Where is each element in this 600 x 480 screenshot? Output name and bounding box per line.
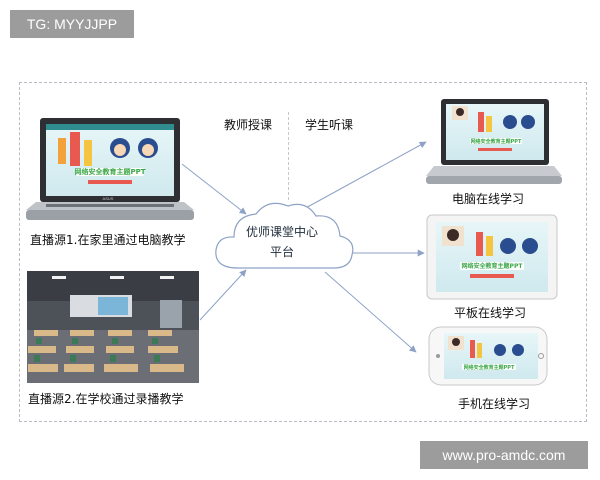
laptop-pc-device [426, 99, 562, 184]
source-school-label: 直播源2.在学校通过录播教学 [28, 392, 184, 406]
teacher-label: 教师授课 [224, 118, 273, 132]
arrow-home-to-center [181, 163, 247, 215]
cloud-shape [215, 202, 354, 269]
slide-title-home: 网络安全教育主题PPT [74, 167, 145, 176]
laptop-home-brand: ASUS [103, 196, 114, 201]
center-divider [288, 112, 289, 200]
diagram-frame [19, 82, 587, 422]
phone-device [428, 326, 548, 386]
student-label: 学生听课 [305, 118, 354, 132]
center-platform-label: 优师课堂中心 平台 [232, 222, 332, 262]
pc-label: 电脑在线学习 [452, 192, 525, 206]
source-home-label: 直播源1.在家里通过电脑教学 [30, 233, 186, 247]
tablet-label: 平板在线学习 [454, 306, 527, 320]
website-tag: www.pro-amdc.com [420, 441, 588, 469]
tablet-device [426, 214, 558, 300]
arrow-center-to-phone [324, 271, 417, 353]
corner-tag: TG: MYYJJPP [10, 10, 134, 38]
arrow-school-to-center [199, 269, 247, 321]
slide-title-pc: 网络安全教育主题PPT [471, 138, 522, 145]
slide-title-phone: 网络安全教育主题PPT [464, 364, 515, 371]
laptop-home [26, 118, 194, 220]
center-line1: 优师课堂中心 [245, 225, 318, 239]
phone-label: 手机在线学习 [458, 397, 531, 411]
arrow-center-to-pc [301, 141, 427, 211]
arrows [181, 141, 427, 353]
center-line2: 平台 [269, 245, 294, 259]
classroom-photo [27, 271, 199, 383]
slide-title-tablet: 网络安全教育主题PPT [462, 262, 524, 270]
